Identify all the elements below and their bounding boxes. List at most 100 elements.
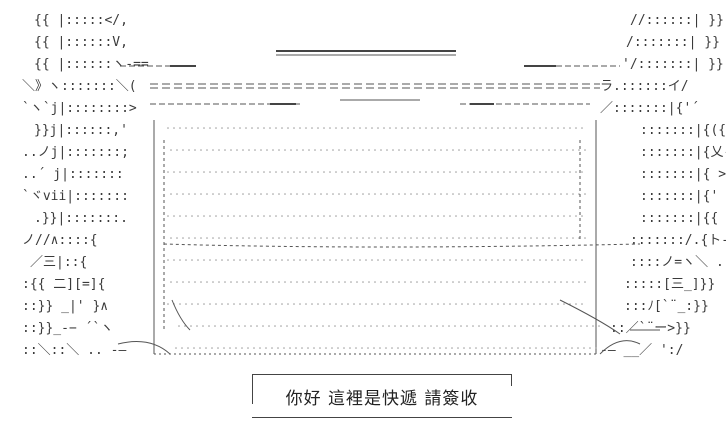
- texture-dot: [536, 281, 538, 283]
- texture-dot: [461, 215, 463, 217]
- texture-dot: [215, 303, 217, 305]
- texture-dot: [308, 149, 310, 151]
- texture-dot: [500, 237, 502, 239]
- texture-dot: [521, 215, 523, 217]
- texture-dot: [224, 237, 226, 239]
- texture-dot: [377, 215, 379, 217]
- texture-dot: [349, 347, 351, 349]
- texture-dot: [383, 171, 385, 173]
- texture-dot: [209, 127, 211, 129]
- texture-dot: [395, 215, 397, 217]
- texture-dot: [404, 149, 406, 151]
- texture-dot: [514, 325, 516, 327]
- texture-dot: [421, 347, 423, 349]
- texture-dot: [376, 325, 378, 327]
- texture-dot: [485, 259, 487, 261]
- texture-dot: [311, 215, 313, 217]
- texture-dot: [188, 237, 190, 239]
- texture-dot: [551, 215, 553, 217]
- texture-dot: [493, 347, 495, 349]
- texture-dot: [557, 259, 559, 261]
- texture-dot: [167, 127, 169, 129]
- texture-dot: [565, 347, 567, 349]
- texture-dot: [389, 215, 391, 217]
- texture-dot: [481, 347, 483, 349]
- texture-dot: [227, 259, 229, 261]
- texture-dot: [401, 259, 403, 261]
- texture-dot: [430, 325, 432, 327]
- texture-dot: [446, 193, 448, 195]
- texture-dot: [365, 171, 367, 173]
- box-front-face: [153, 120, 597, 355]
- texture-dot: [491, 303, 493, 305]
- texture-dot: [500, 149, 502, 151]
- texture-dot: [263, 171, 265, 173]
- texture-dot: [275, 171, 277, 173]
- texture-dot: [473, 259, 475, 261]
- texture-dot: [470, 281, 472, 283]
- texture-dot: [505, 347, 507, 349]
- texture-dot: [436, 325, 438, 327]
- texture-dot: [335, 303, 337, 305]
- texture-dot: [242, 281, 244, 283]
- texture-dot: [560, 149, 562, 151]
- texture-dot: [482, 149, 484, 151]
- texture-dot: [179, 215, 181, 217]
- texture-dot: [578, 237, 580, 239]
- texture-dot: [485, 171, 487, 173]
- texture-dot: [482, 237, 484, 239]
- texture-dot: [179, 259, 181, 261]
- svg-text::::::[三_]}}: :::::[三_]}}: [624, 277, 715, 292]
- texture-dot: [476, 237, 478, 239]
- texture-dot: [361, 347, 363, 349]
- texture-dot: [407, 127, 409, 129]
- texture-dot: [541, 347, 543, 349]
- texture-dot: [551, 303, 553, 305]
- texture-dot: [299, 127, 301, 129]
- texture-dot: [275, 259, 277, 261]
- svg-text:ラ.::::::イ/: ラ.::::::イ/: [600, 79, 689, 94]
- texture-dot: [263, 215, 265, 217]
- texture-dot: [431, 127, 433, 129]
- texture-dot: [418, 325, 420, 327]
- texture-dot: [206, 193, 208, 195]
- svg-text:-― __／ ':/: -― __／ ':/: [600, 343, 683, 358]
- texture-dot: [338, 149, 340, 151]
- texture-dot: [344, 281, 346, 283]
- texture-dot: [536, 237, 538, 239]
- texture-dot: [362, 149, 364, 151]
- texture-dot: [412, 325, 414, 327]
- texture-dot: [518, 193, 520, 195]
- texture-dot: [227, 171, 229, 173]
- svg-text:'/:::::::| }}: '/:::::::| }}: [622, 57, 724, 72]
- texture-dot: [242, 149, 244, 151]
- texture-dot: [245, 171, 247, 173]
- texture-dot: [469, 347, 471, 349]
- texture-dot: [542, 193, 544, 195]
- texture-dot: [269, 259, 271, 261]
- texture-dot: [206, 281, 208, 283]
- texture-dot: [188, 149, 190, 151]
- texture-dot: [341, 127, 343, 129]
- texture-dot: [422, 193, 424, 195]
- texture-dot: [575, 171, 577, 173]
- texture-dot: [395, 171, 397, 173]
- texture-dot: [497, 127, 499, 129]
- texture-dot: [422, 281, 424, 283]
- texture-dot: [572, 193, 574, 195]
- texture-dot: [362, 237, 364, 239]
- box-inner-panel: [163, 140, 641, 335]
- texture-dot: [425, 215, 427, 217]
- texture-dot: [581, 127, 583, 129]
- texture-dot: [239, 215, 241, 217]
- texture-dot: [338, 237, 340, 239]
- texture-dot: [392, 237, 394, 239]
- texture-dot: [595, 347, 597, 349]
- texture-dot: [470, 193, 472, 195]
- texture-dot: [394, 325, 396, 327]
- texture-dot: [275, 215, 277, 217]
- texture-dot: [397, 347, 399, 349]
- texture-dot: [242, 237, 244, 239]
- texture-dot: [271, 347, 273, 349]
- texture-dot: [170, 237, 172, 239]
